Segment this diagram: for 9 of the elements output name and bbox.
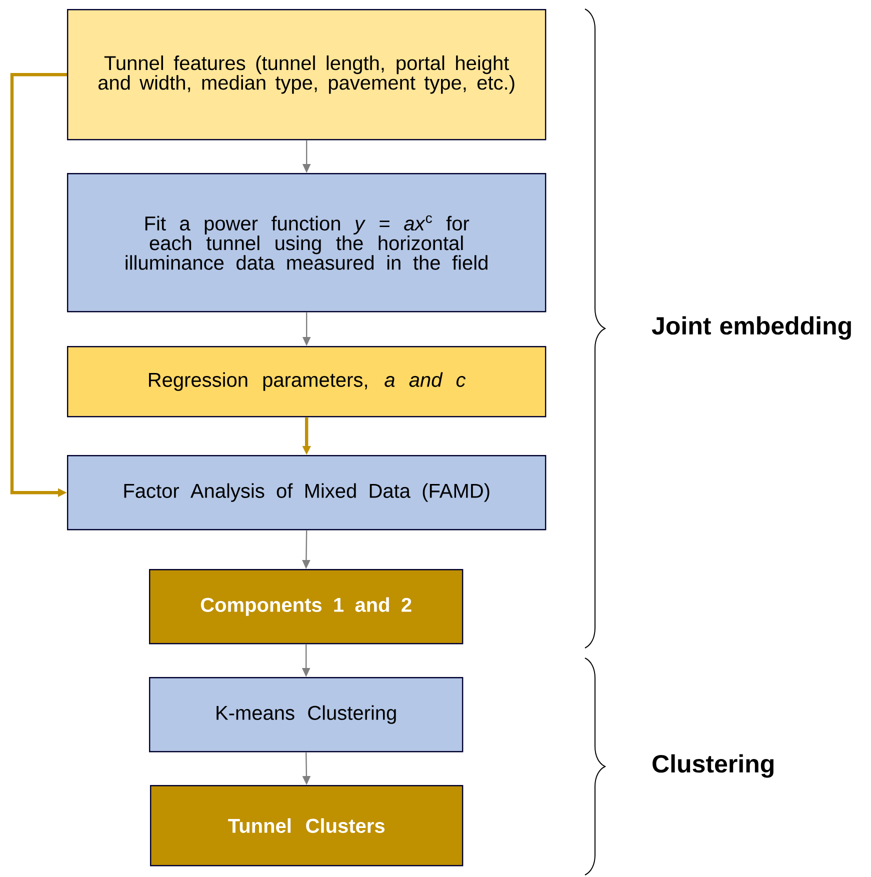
group-label: Joint embedding — [652, 316, 851, 340]
process-box: Factor Analysis of Mixed Data (FAMD) — [67, 455, 546, 530]
process-box: Regression parameters, a and c — [67, 346, 546, 418]
process-box: Tunnel features (tunnel length, portal height and width, median type, pavement type, etc.) — [67, 9, 546, 140]
process-box: K-means Clustering — [149, 677, 464, 752]
result-box: Tunnel Clusters — [150, 785, 464, 866]
process-box: Fit a power function y = ax$^{c}$ for each tunnel using the horizontal illuminance data measured in the field — [67, 173, 546, 312]
group-label: Clustering — [652, 754, 774, 778]
result-box: Components 1 and 2 — [149, 569, 464, 644]
